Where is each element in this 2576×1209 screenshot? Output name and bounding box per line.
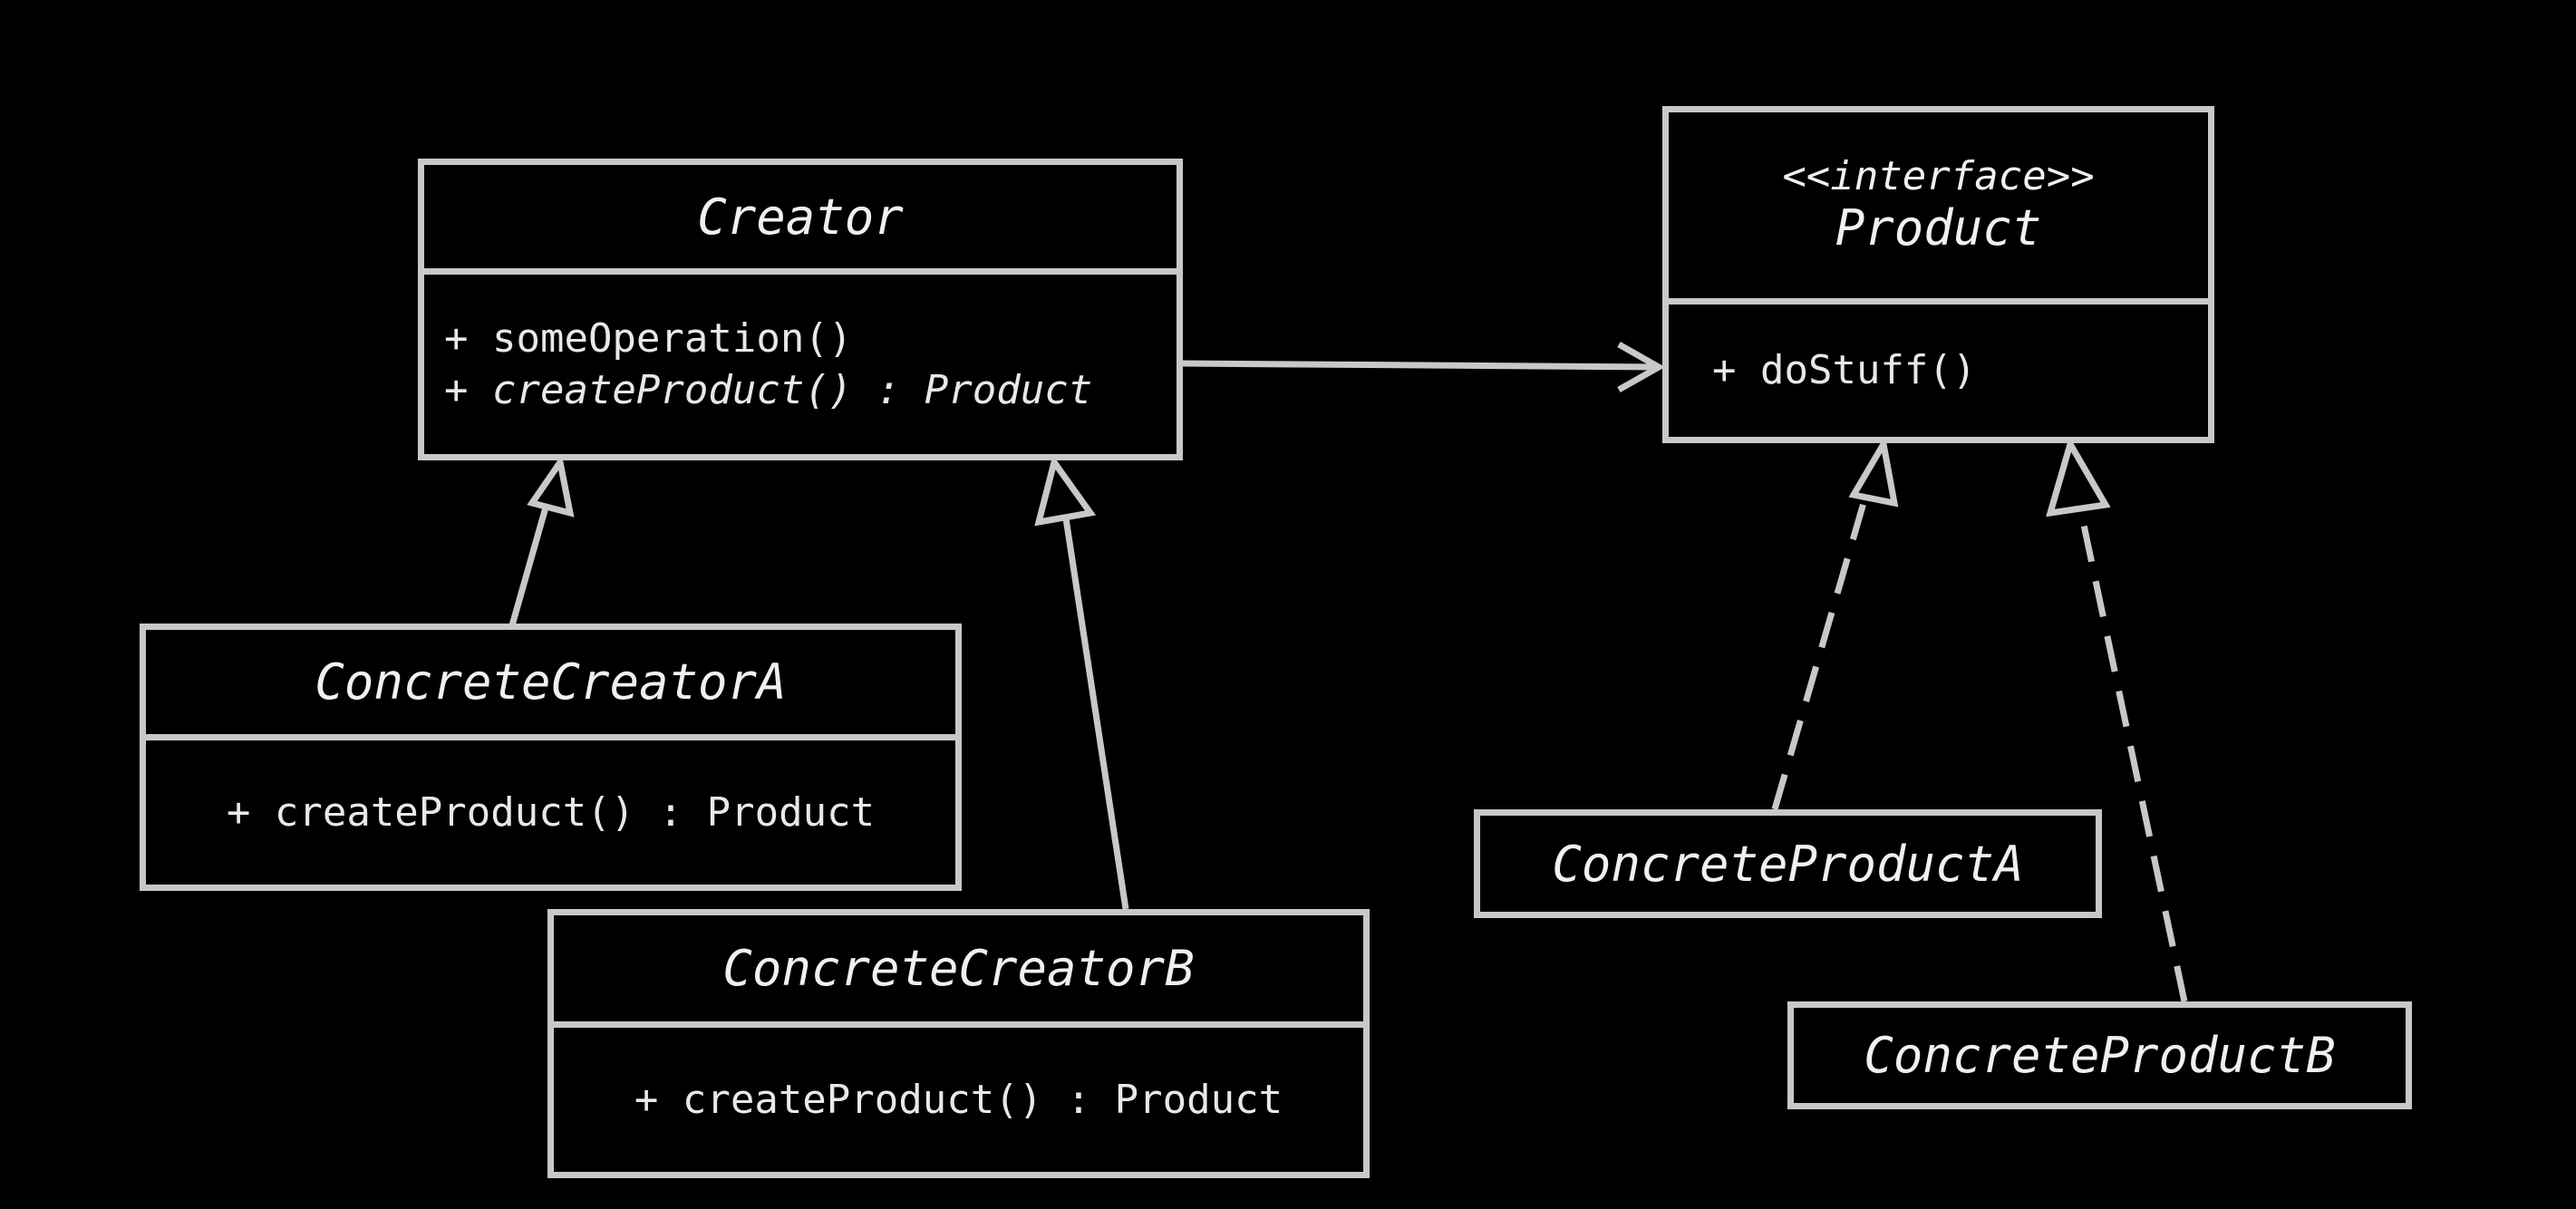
inheritance-arrowhead-creator-a <box>527 454 575 517</box>
inheritance-arrowhead-creator-b <box>1034 454 1097 527</box>
class-name: Creator <box>424 165 1177 275</box>
class-name: ConcreteCreatorB <box>554 915 1363 1028</box>
association-line-creator-product <box>1182 360 1658 371</box>
class-name: ConcreteProductB <box>1864 1027 2336 1084</box>
class-methods: + createProduct() : Product <box>554 1028 1363 1172</box>
interface-stereotype: <<interface>> <box>1782 152 2095 199</box>
method-do-stuff: + doStuff() <box>1712 347 1977 394</box>
inheritance-line-creator-a <box>508 507 549 626</box>
realization-line-product-a <box>1771 496 1869 810</box>
method-some-operation: + someOperation() <box>444 314 853 362</box>
realization-arrowhead-product-b <box>2046 436 2111 517</box>
method-create-product: + createProduct() : Product <box>226 788 876 836</box>
concrete-product-a-box: ConcreteProductA <box>1474 809 2102 918</box>
class-name: ConcreteCreatorA <box>146 630 955 740</box>
class-methods: + createProduct() : Product <box>146 740 955 885</box>
class-methods: + someOperation() + createProduct() : Pr… <box>424 275 1177 454</box>
interface-methods: + doStuff() <box>1669 305 2208 437</box>
product-interface-box: <<interface>> Product + doStuff() <box>1662 106 2214 443</box>
concrete-creator-a-box: ConcreteCreatorA + createProduct() : Pro… <box>140 624 962 891</box>
concrete-creator-b-box: ConcreteCreatorB + createProduct() : Pro… <box>547 909 1370 1178</box>
interface-header: <<interface>> Product <box>1669 112 2208 305</box>
concrete-product-b-box: ConcreteProductB <box>1787 1001 2412 1109</box>
interface-name: Product <box>1835 199 2042 257</box>
class-name: ConcreteProductA <box>1552 835 2024 893</box>
realization-arrowhead-product-a <box>1848 435 1899 508</box>
realization-line-product-b <box>2077 511 2188 1002</box>
association-arrowhead <box>1617 341 1666 393</box>
method-create-product: + createProduct() : Product <box>444 367 1093 413</box>
creator-class-box: Creator + someOperation() + createProduc… <box>418 159 1183 460</box>
inheritance-line-creator-b <box>1062 517 1129 910</box>
method-create-product: + createProduct() : Product <box>634 1076 1283 1123</box>
